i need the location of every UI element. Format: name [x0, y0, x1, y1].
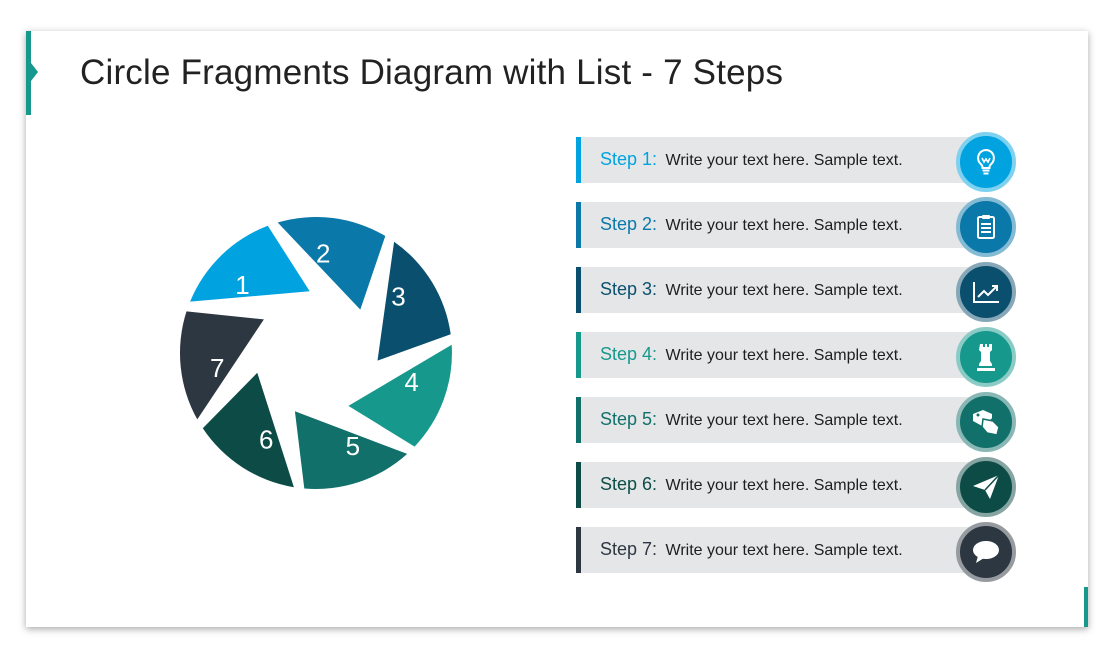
step-row-6: Step 6: Write your text here. Sample tex…: [576, 457, 1026, 517]
step-bar: Step 1: Write your text here. Sample tex…: [576, 137, 981, 183]
step-row-1: Step 1: Write your text here. Sample tex…: [576, 132, 1026, 192]
step-bar: Step 6: Write your text here. Sample tex…: [576, 462, 981, 508]
step-text: Step 6: Write your text here. Sample tex…: [600, 474, 903, 495]
accent-bar-right: [1084, 587, 1088, 627]
step-description: Write your text here. Sample text.: [665, 477, 903, 494]
step-bar: Step 3: Write your text here. Sample tex…: [576, 267, 981, 313]
lightbulb-icon: [956, 132, 1016, 192]
step-description: Write your text here. Sample text.: [665, 347, 903, 364]
diagram-svg: 1 2 3 4 5 6 7: [179, 217, 452, 490]
accent-bar-left: [26, 31, 31, 115]
step-text: Step 2: Write your text here. Sample tex…: [600, 214, 903, 235]
step-label: Step 5:: [600, 409, 658, 429]
step-bar: Step 5: Write your text here. Sample tex…: [576, 397, 981, 443]
diagram-segment-label: 5: [346, 431, 360, 461]
diagram-segment-label: 4: [404, 367, 418, 397]
diagram-segment-1: [190, 225, 310, 302]
step-label: Step 2:: [600, 214, 658, 234]
step-text: Step 1: Write your text here. Sample tex…: [600, 149, 903, 170]
step-label: Step 4:: [600, 344, 658, 364]
circle-fragments-diagram: 1 2 3 4 5 6 7: [176, 213, 456, 493]
step-bar: Step 4: Write your text here. Sample tex…: [576, 332, 981, 378]
diagram-segment-label: 3: [391, 282, 405, 312]
diagram-segment-6: [202, 372, 294, 488]
step-text: Step 5: Write your text here. Sample tex…: [600, 409, 903, 430]
speech-bubble-icon: [956, 522, 1016, 582]
diagram-segment-label: 2: [316, 238, 330, 268]
step-description: Write your text here. Sample text.: [665, 542, 903, 559]
step-row-4: Step 4: Write your text here. Sample tex…: [576, 327, 1026, 387]
diagram-segment-3: [377, 241, 451, 361]
page-title: Circle Fragments Diagram with List - 7 S…: [80, 53, 784, 92]
diagram-segment-label: 1: [235, 270, 249, 300]
step-label: Step 3:: [600, 279, 658, 299]
diagram-segment-label: 6: [259, 425, 273, 455]
step-bar: Step 7: Write your text here. Sample tex…: [576, 527, 981, 573]
accent-notch: [31, 63, 38, 81]
diagram-segment-7: [179, 311, 264, 420]
step-label: Step 7:: [600, 539, 658, 559]
paper-plane-icon: [956, 457, 1016, 517]
step-text: Step 7: Write your text here. Sample tex…: [600, 539, 903, 560]
slide: Circle Fragments Diagram with List - 7 S…: [26, 31, 1088, 627]
diagram-segment-5: [294, 411, 408, 490]
diagram-segment-2: [277, 217, 386, 310]
step-text: Step 4: Write your text here. Sample tex…: [600, 344, 903, 365]
clipboard-icon: [956, 197, 1016, 257]
step-description: Write your text here. Sample text.: [665, 217, 903, 234]
step-row-2: Step 2: Write your text here. Sample tex…: [576, 197, 1026, 257]
step-text: Step 3: Write your text here. Sample tex…: [600, 279, 903, 300]
chess-rook-icon: [956, 327, 1016, 387]
step-bar: Step 2: Write your text here. Sample tex…: [576, 202, 981, 248]
diagram-segment-label: 7: [210, 353, 224, 383]
step-description: Write your text here. Sample text.: [665, 152, 903, 169]
tags-icon: [956, 392, 1016, 452]
step-description: Write your text here. Sample text.: [665, 412, 903, 429]
step-label: Step 1:: [600, 149, 658, 169]
step-label: Step 6:: [600, 474, 658, 494]
diagram-segment-4: [348, 344, 452, 447]
chart-icon: [956, 262, 1016, 322]
step-row-3: Step 3: Write your text here. Sample tex…: [576, 262, 1026, 322]
step-description: Write your text here. Sample text.: [665, 282, 903, 299]
step-row-7: Step 7: Write your text here. Sample tex…: [576, 522, 1026, 582]
step-row-5: Step 5: Write your text here. Sample tex…: [576, 392, 1026, 452]
